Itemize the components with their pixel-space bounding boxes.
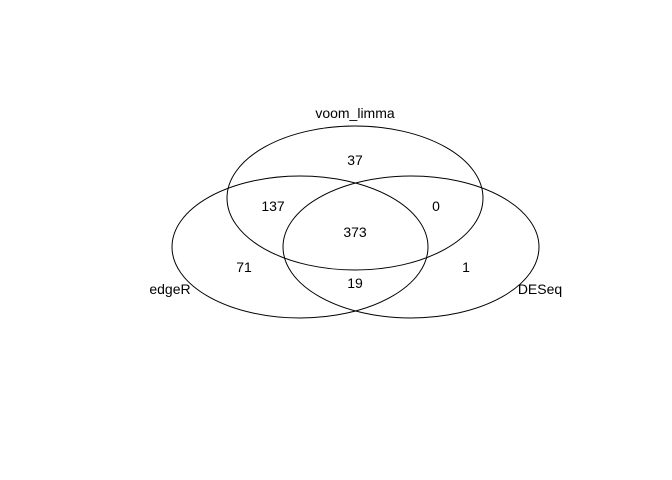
- region-edger-voom-count: 137: [261, 198, 285, 214]
- edger-set-label: edgeR: [149, 281, 190, 297]
- voom-limma-set-label: voom_limma: [315, 105, 395, 121]
- edger-set-circle: [171, 175, 429, 319]
- region-all-three-count: 373: [343, 224, 367, 240]
- region-edger-deseq-count: 19: [347, 275, 363, 291]
- region-edger-only-count: 71: [236, 259, 252, 275]
- region-voom-deseq-count: 0: [432, 198, 440, 214]
- region-deseq-only-count: 1: [462, 259, 470, 275]
- region-voom-only-count: 37: [347, 152, 363, 168]
- deseq-set-circle: [282, 175, 540, 319]
- voom-limma-set-circle: [226, 125, 484, 271]
- deseq-set-label: DESeq: [518, 281, 562, 297]
